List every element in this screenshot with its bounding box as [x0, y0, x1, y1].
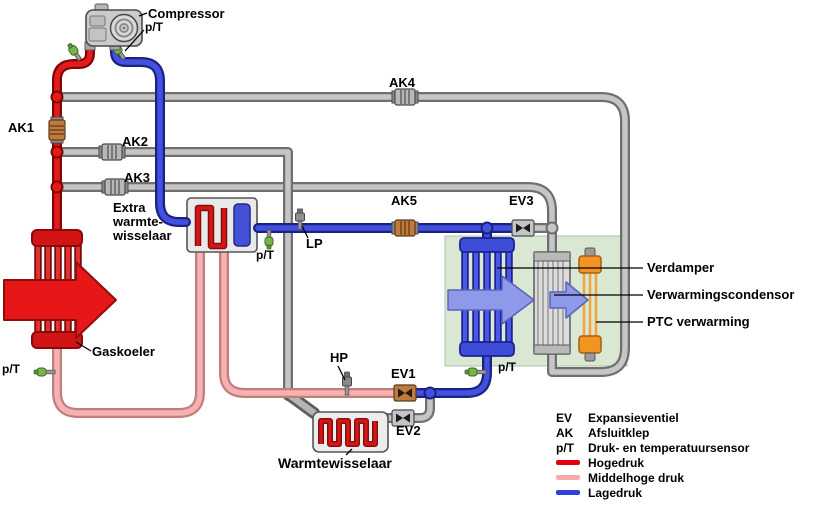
extra-warmtewisselaar-label-line: Extra [113, 200, 146, 215]
pt-sensor-compressor-left [67, 43, 83, 62]
ev1-label: EV1 [391, 366, 416, 381]
ak3-valve [101, 178, 129, 196]
medium-pressure-pipes [52, 245, 403, 418]
warmtewisselaar-icon [312, 411, 389, 453]
ak3-label: AK3 [124, 170, 151, 185]
ak4-label: AK4 [389, 75, 416, 90]
ak2-valve [98, 143, 126, 161]
cabin-airflow-arrow [447, 275, 535, 325]
legend-ak-label: Afsluitklep [588, 425, 650, 440]
legend-ak-abbr: AK [556, 425, 574, 440]
middelhoge-druk-label: Middelhoge druk [588, 470, 684, 485]
ak4-valve [391, 88, 419, 106]
pipe-junction [545, 221, 559, 235]
legend-row-ev: EV Expansieventiel [556, 410, 749, 425]
verwarmingscondensor-label: Verwarmingscondensor [647, 287, 795, 302]
pt-compressor-label: p/T [145, 20, 163, 34]
ev1-valve [393, 384, 417, 402]
airflow-arrow [3, 261, 117, 339]
ev2-valve [391, 409, 415, 427]
ptc-heater-icon [578, 247, 602, 362]
middelhoge-druk-swatch [556, 475, 580, 480]
ak1-valve [48, 116, 66, 144]
legend: EV Expansieventiel AK Afsluitklep p/T Dr… [556, 410, 749, 500]
pt-sensor-verdamper [464, 367, 487, 377]
legend-pt-abbr: p/T [556, 440, 574, 455]
pt-sensor-gaskoeler [33, 367, 56, 377]
extra-warmtewisselaar-label-line: wisselaar [113, 228, 172, 243]
hogedruk-swatch [556, 460, 580, 465]
legend-row-pt: p/T Druk- en temperatuursensor [556, 440, 749, 455]
legend-pt-label: Druk- en temperatuursensor [588, 440, 750, 455]
extra-warmtewisselaar-label: Extra warmte- wisselaar [113, 200, 172, 243]
gaskoeler-label: Gaskoeler [92, 344, 155, 359]
inactive-pipes [52, 92, 630, 423]
extra-warmtewisselaar-icon [186, 197, 258, 253]
compressor-icon [84, 3, 143, 51]
lagedruk-swatch [556, 490, 580, 495]
ak5-label: AK5 [391, 193, 418, 208]
ev3-valve [511, 219, 535, 237]
legend-row-hogedruk: Hogedruk [556, 455, 749, 470]
ptc-verwarming-label: PTC verwarming [647, 314, 750, 329]
hp-label: HP [330, 350, 349, 365]
legend-row-middelhoge-druk: Middelhoge druk [556, 470, 749, 485]
compressor-label: Compressor [148, 6, 225, 21]
pointer-lines [75, 12, 643, 456]
verdamper-label: Verdamper [647, 260, 715, 275]
ev3-label: EV3 [509, 193, 534, 208]
ak1-label: AK1 [8, 120, 35, 135]
high-pressure-pipes [50, 40, 95, 241]
cabin-airflow-arrow-2 [549, 281, 589, 319]
ak5-valve [391, 219, 419, 237]
ak2-label: AK2 [122, 134, 149, 149]
legend-row-ak: AK Afsluitklep [556, 425, 749, 440]
hogedruk-label: Hogedruk [588, 455, 645, 470]
legend-row-lagedruk: Lagedruk [556, 485, 749, 500]
pt-sensor-extra-hx [264, 229, 274, 250]
legend-ev-label: Expansieventiel [588, 410, 679, 425]
lp-label: LP [306, 236, 323, 251]
pt-gaskoeler-label: p/T [2, 362, 20, 376]
pt-extra-label: p/T [256, 248, 274, 262]
pt-verdamper-label: p/T [498, 360, 516, 374]
ev2-label: EV2 [396, 423, 421, 438]
lagedruk-label: Lagedruk [588, 485, 643, 500]
lp-sensor [295, 208, 305, 230]
legend-ev-abbr: EV [556, 410, 573, 425]
extra-warmtewisselaar-label-line: warmte- [113, 214, 163, 229]
warmtewisselaar-label: Warmtewisselaar [278, 455, 392, 471]
